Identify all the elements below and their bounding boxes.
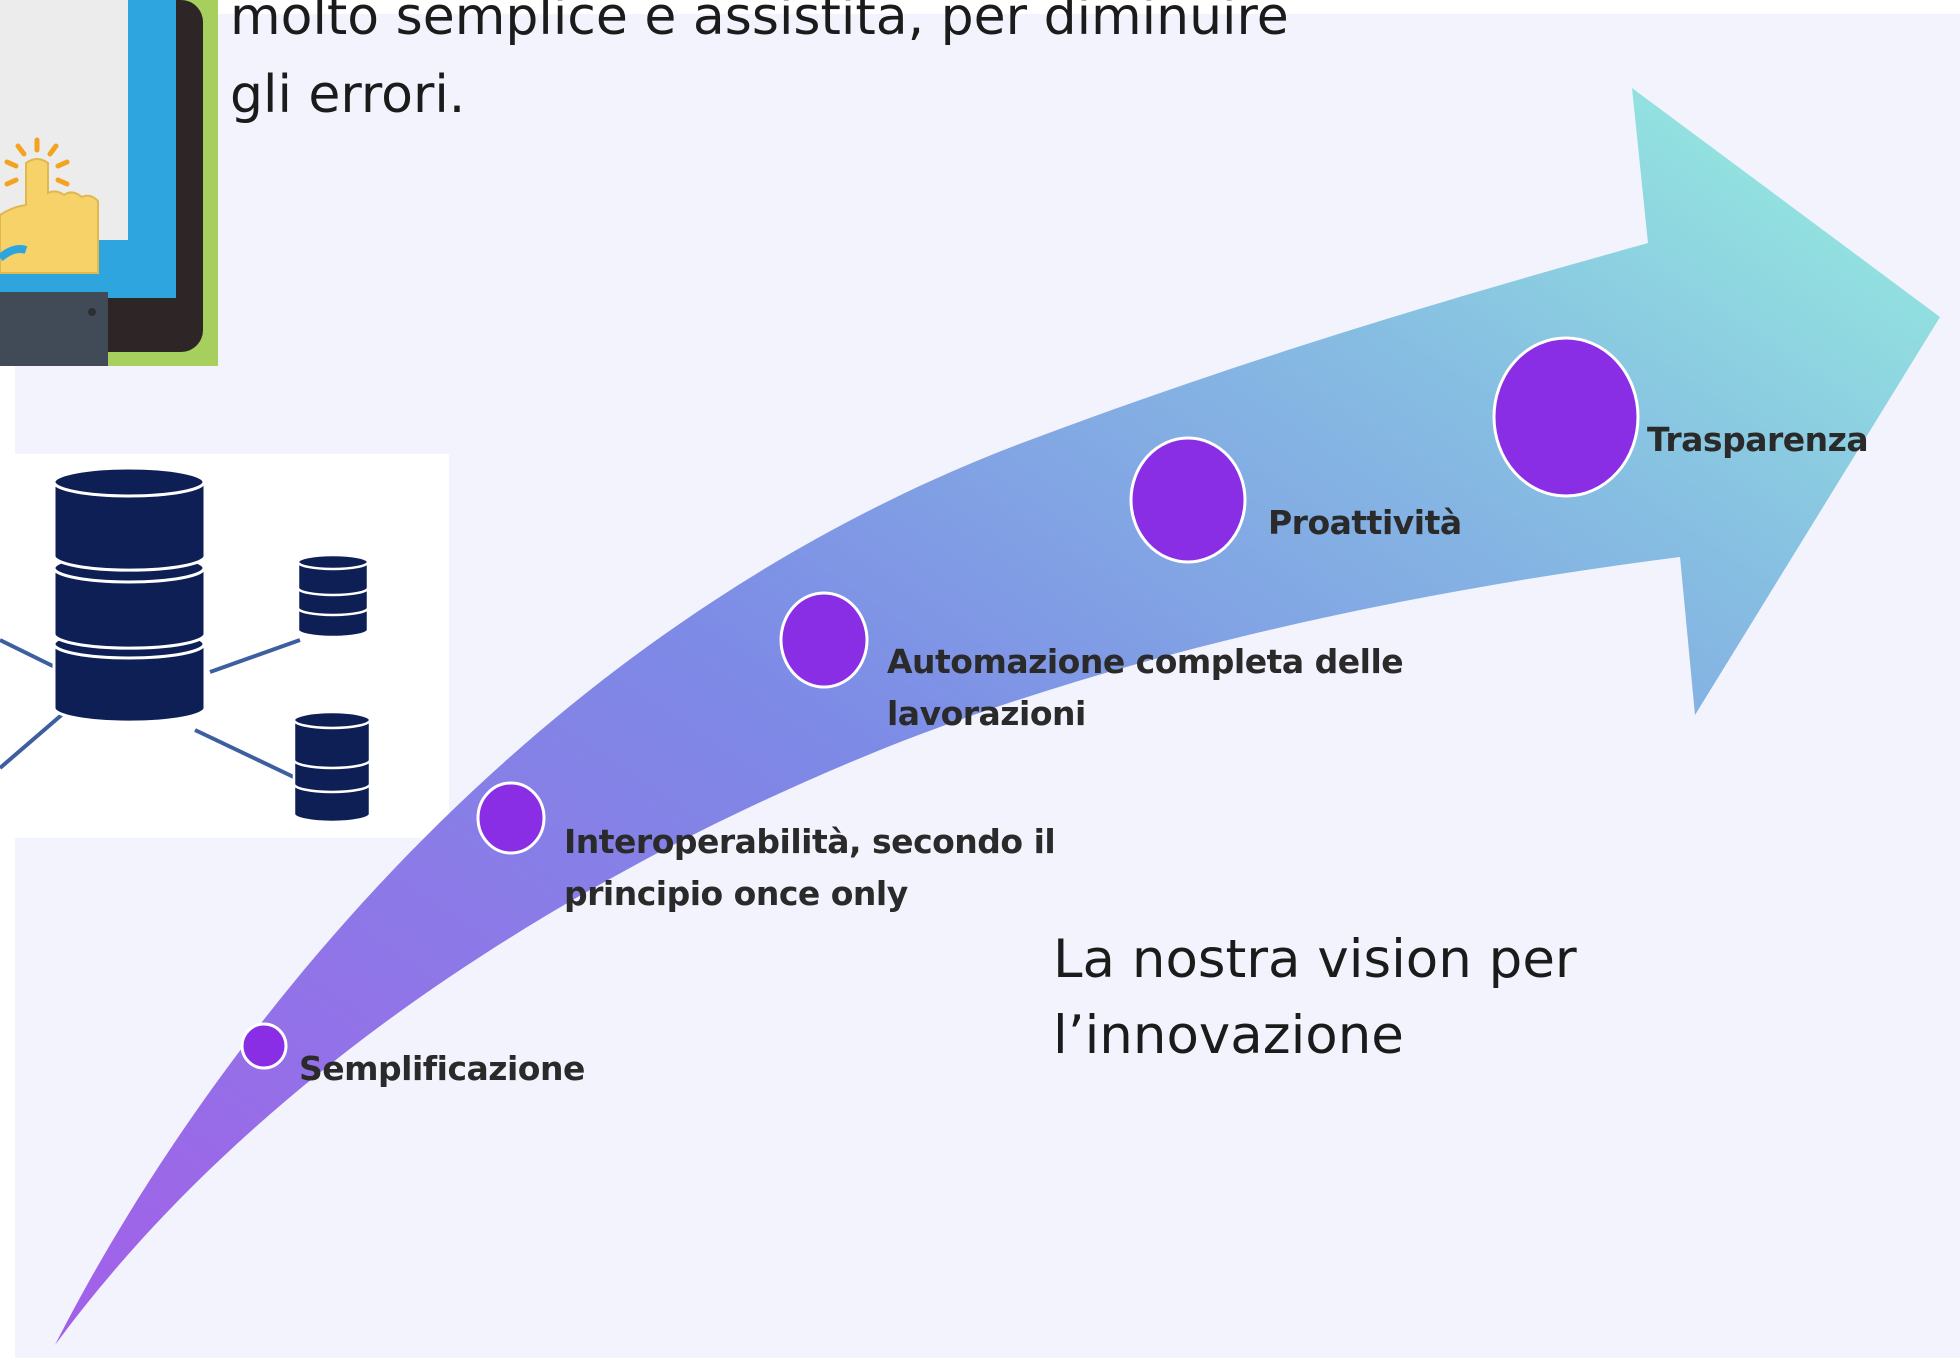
milestone-node-3 [779, 591, 869, 689]
step-label-interoperabilita: Interoperabilità, secondo il principio o… [564, 822, 1056, 913]
step-label-automazione: Automazione completa delle lavorazioni [887, 642, 1404, 733]
milestone-node-5 [1492, 336, 1640, 498]
step-label-semplificazione: Semplificazione [299, 1049, 585, 1088]
step-label-trasparenza: Trasparenza [1647, 420, 1869, 459]
progress-arrow [55, 88, 1940, 1345]
tablet-touch-icon [0, 0, 218, 366]
vision-title: La nostra vision per l’innovazione [1053, 929, 1577, 1066]
milestone-node-4 [1129, 436, 1247, 564]
intro-text: molto semplice e assistita, per diminuir… [230, 0, 1289, 125]
milestone-node-1 [240, 1022, 288, 1070]
database-network-icon [0, 454, 449, 838]
step-label-proattivita: Proattività [1268, 503, 1462, 542]
milestone-node-2 [476, 781, 546, 855]
